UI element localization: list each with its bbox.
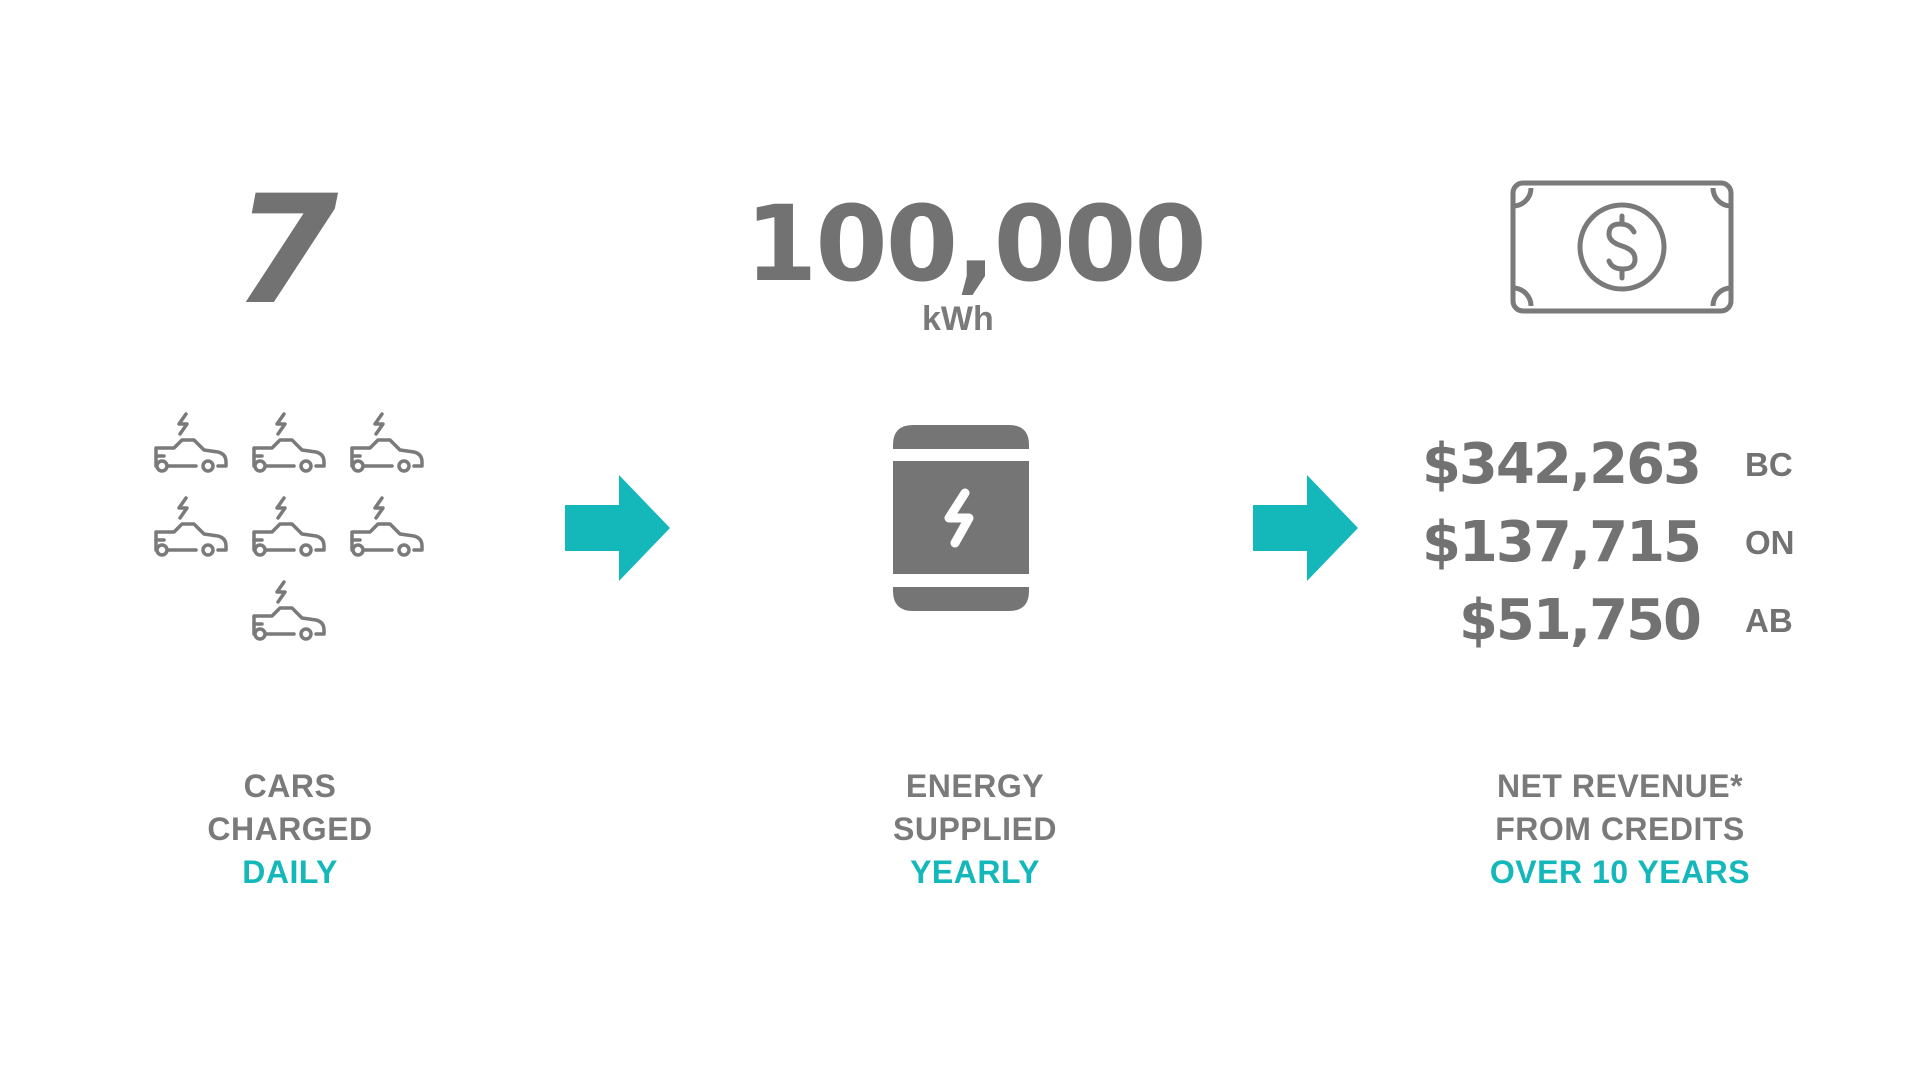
revenue-amount: $342,263 <box>1421 432 1702 497</box>
energy-unit: kWh <box>922 300 994 338</box>
revenue-row: $51,750 AB <box>1400 588 1820 658</box>
ev-car-icon <box>346 494 426 560</box>
ev-car-icon <box>346 410 426 476</box>
revenue-amount: $137,715 <box>1421 510 1702 575</box>
cars-caption-line1: CARS <box>243 768 337 804</box>
revenue-row: $137,715 ON <box>1400 510 1820 580</box>
cars-caption-accent: DAILY <box>242 854 338 890</box>
revenue-caption-line2: FROM CREDITS <box>1495 811 1745 847</box>
energy-caption-accent: YEARLY <box>910 854 1040 890</box>
battery-bolt-icon <box>893 425 1029 611</box>
ev-car-icon <box>150 410 230 476</box>
arrow-right-icon <box>1253 475 1358 581</box>
energy-amount: 100,000 <box>745 183 1207 305</box>
cars-caption: CARS CHARGED DAILY <box>160 765 420 894</box>
ev-car-icon <box>248 410 328 476</box>
revenue-caption-line1: NET REVENUE* <box>1496 768 1744 804</box>
energy-caption: ENERGY SUPPLIED YEARLY <box>825 765 1125 894</box>
revenue-caption-accent: OVER 10 YEARS <box>1489 854 1751 890</box>
revenue-caption: NET REVENUE* FROM CREDITS OVER 10 YEARS <box>1430 765 1810 894</box>
dollar-bill-icon <box>1510 180 1734 314</box>
revenue-region: AB <box>1745 602 1793 639</box>
ev-car-icon <box>248 494 328 560</box>
cars-count: 7 <box>234 164 338 338</box>
revenue-amount: $51,750 <box>1458 588 1702 653</box>
ev-car-icon <box>150 494 230 560</box>
ev-car-icon <box>248 578 328 644</box>
energy-caption-line2: SUPPLIED <box>892 811 1058 847</box>
revenue-region: ON <box>1745 524 1795 561</box>
revenue-row: $342,263 BC <box>1400 432 1820 502</box>
arrow-right-icon <box>565 475 670 581</box>
revenue-region: BC <box>1745 446 1793 483</box>
car-icon-grid <box>150 410 440 650</box>
cars-caption-line2: CHARGED <box>207 811 373 847</box>
energy-caption-line1: ENERGY <box>905 768 1045 804</box>
